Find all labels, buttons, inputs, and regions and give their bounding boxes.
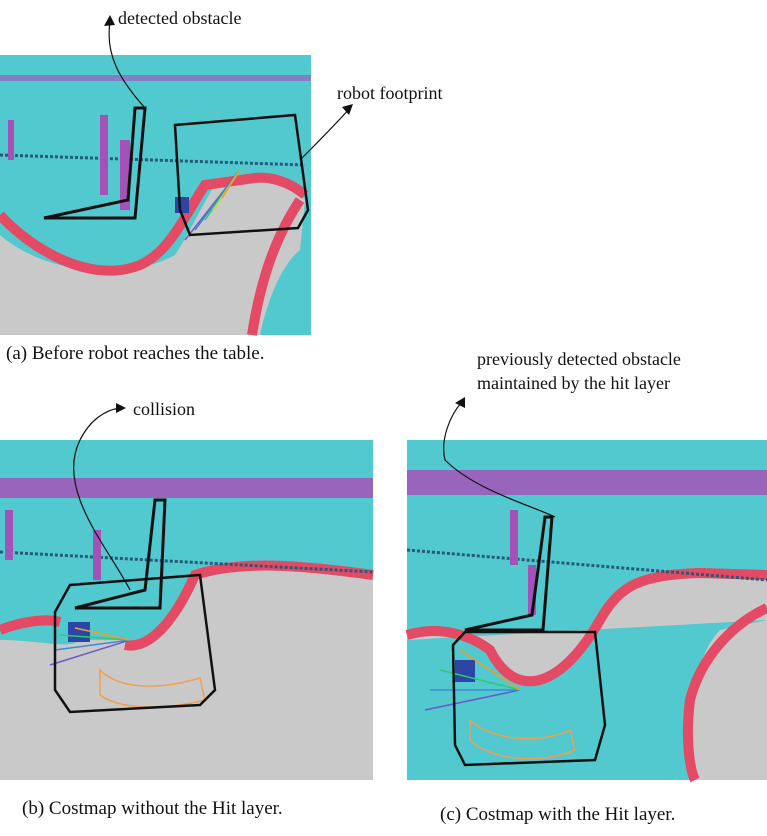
panel-a-map (0, 55, 311, 336)
annotation-previously-detected-line2: maintained by the hit layer (477, 373, 670, 393)
annotation-previously-detected-line1: previously detected obstacle (477, 349, 681, 369)
annotation-robot-footprint: robot footprint (337, 83, 443, 103)
caption-panel-b: (b) Costmap without the Hit layer. (22, 798, 283, 819)
panel-c-map (405, 440, 767, 783)
annotation-detected-obstacle: detected obstacle (118, 8, 242, 28)
annotation-collision: collision (133, 399, 195, 419)
panel-b-map (0, 440, 374, 780)
caption-panel-c: (c) Costmap with the Hit layer. (440, 804, 676, 825)
panel-a-laser-fan (184, 169, 241, 241)
caption-panel-a: (a) Before robot reaches the table. (6, 343, 265, 364)
arrowheads (104, 15, 465, 413)
annotation-arrows (73, 21, 556, 591)
